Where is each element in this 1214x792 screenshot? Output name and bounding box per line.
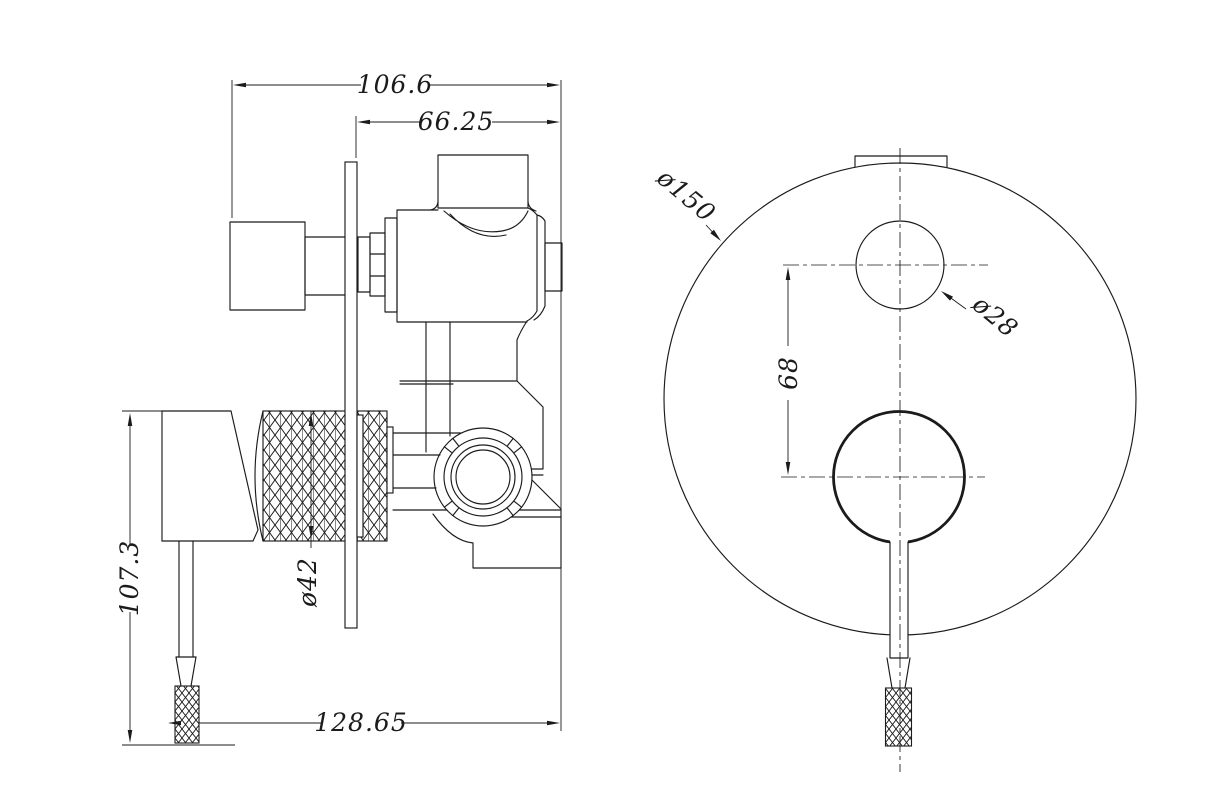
- handle-socket: [161, 410, 259, 542]
- arrowhead: [308, 526, 314, 539]
- knob-retainer: [386, 426, 394, 494]
- port-ring-2: [443, 437, 523, 517]
- mounting-plate-side: [344, 161, 358, 629]
- front-view: 68 ø150 ø28: [651, 148, 1137, 772]
- arrowhead: [308, 413, 314, 426]
- top-pipe: [437, 154, 529, 209]
- arrowhead: [941, 291, 953, 301]
- inlet-connector: [304, 236, 347, 296]
- arrowhead: [785, 462, 791, 475]
- ext-lines-height: [122, 410, 235, 746]
- arrowhead: [357, 119, 370, 125]
- top-mounting-tab: [854, 155, 948, 168]
- arrowhead: [547, 82, 560, 88]
- arrowhead: [168, 720, 181, 726]
- side-view: 106.6 66.25 107.3 128.65 ø42: [115, 70, 563, 746]
- knob-collar: [356, 414, 364, 538]
- inlet-block: [229, 221, 306, 311]
- side-boss: [544, 242, 563, 292]
- front-view-dimensions: 68 ø150 ø28: [651, 162, 1024, 475]
- arrowhead: [127, 730, 133, 743]
- arrowhead: [547, 119, 560, 125]
- port-bore: [455, 449, 511, 505]
- dim-knob-diameter-label: ø42: [293, 557, 322, 608]
- dim-hole-spacing-label: 68: [774, 356, 803, 390]
- side-view-dimensions: 106.6 66.25 107.3 128.65 ø42: [115, 70, 562, 746]
- port-ring-3: [450, 444, 516, 510]
- dim-handle-height-label: 107.3: [115, 540, 144, 617]
- port-ring-notches: [443, 437, 523, 517]
- arrowhead: [233, 82, 246, 88]
- cartridge-step: [384, 217, 398, 313]
- arrowhead: [547, 720, 560, 726]
- spindle-lines: [392, 432, 462, 511]
- mixer-body-outline: [396, 201, 546, 323]
- upper-collar: [357, 236, 371, 293]
- side-port: [433, 427, 533, 527]
- stem-mask: [890, 540, 908, 658]
- hex-nut: [369, 232, 386, 297]
- arrowhead: [710, 229, 721, 241]
- dim-diverter-diameter-label: ø28: [966, 289, 1024, 344]
- knurled-knob: [262, 410, 388, 542]
- front-handle-stem: [886, 541, 911, 689]
- dim-plate-to-body-label: 66.25: [418, 107, 495, 136]
- handle-stem: [175, 540, 197, 687]
- dim-overall-depth-label: 128.65: [314, 708, 407, 737]
- arrowhead: [127, 413, 133, 426]
- front-grip-knurl: [884, 687, 913, 747]
- dim-plate-diameter-label: ø150: [651, 162, 722, 228]
- arrowhead: [785, 267, 791, 280]
- knob-end-cap: [254, 410, 264, 542]
- port-outer-ring: [433, 427, 533, 527]
- handle-grip-knurl: [174, 685, 200, 744]
- dim-overall-width-label: 106.6: [357, 70, 434, 99]
